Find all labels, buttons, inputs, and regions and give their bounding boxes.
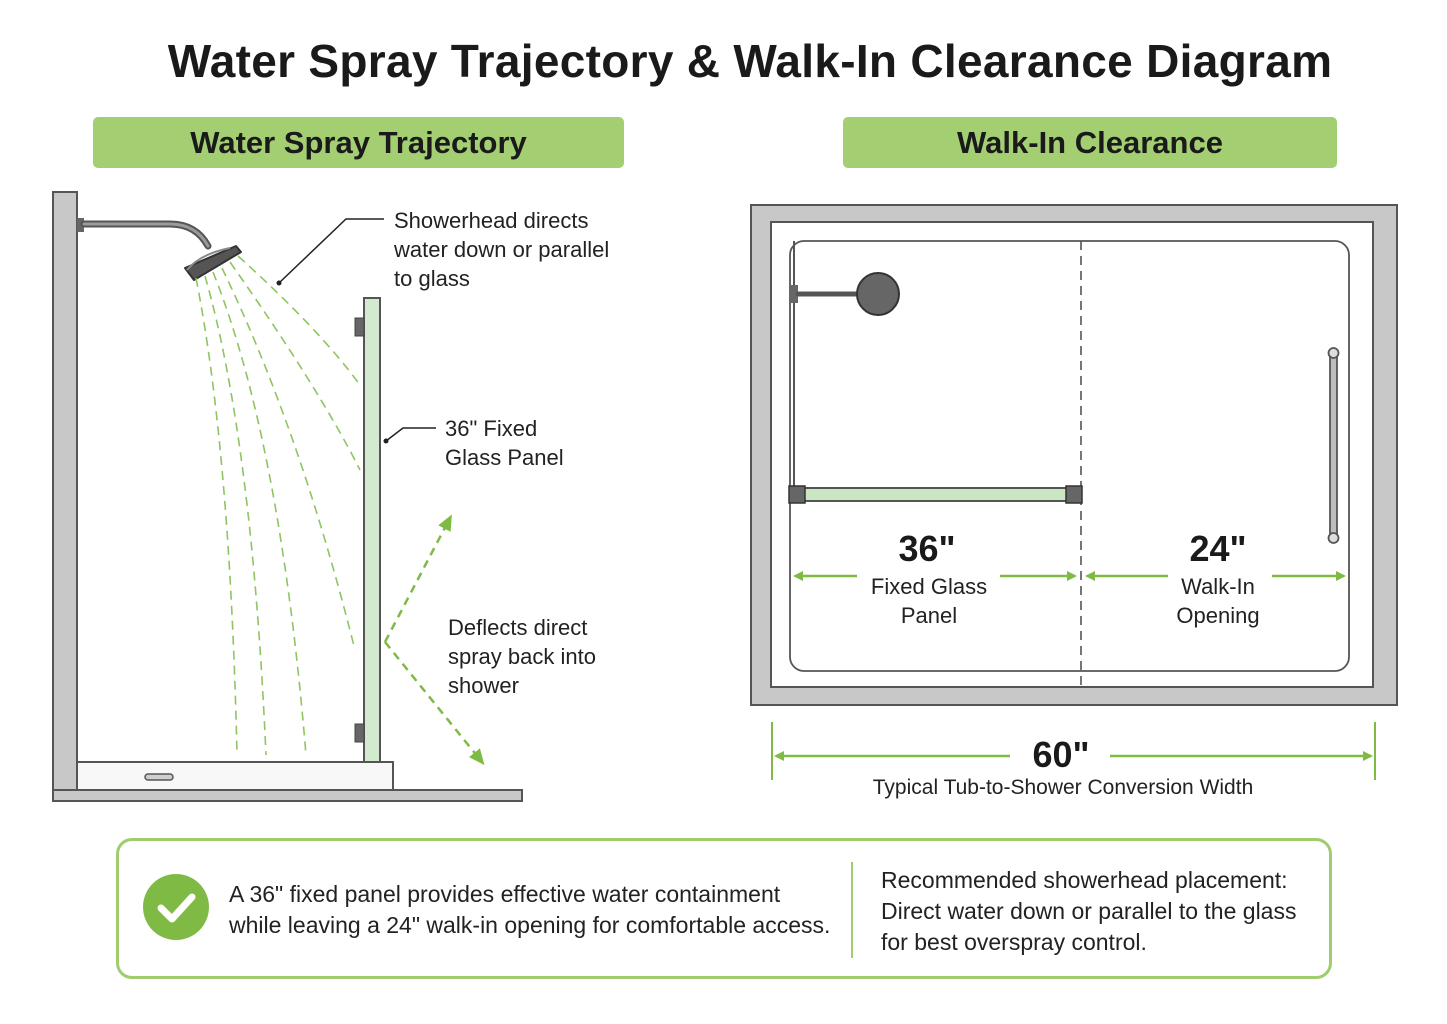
fixed-dimension: 36"	[898, 528, 956, 569]
showerhead-icon	[77, 218, 242, 281]
water-spray	[195, 255, 361, 756]
page-title: Water Spray Trajectory & Walk-In Clearan…	[167, 35, 1333, 87]
fixed-label: Fixed Glass Panel	[870, 574, 988, 628]
glass-leader	[385, 427, 436, 442]
plan-glass-panel	[802, 487, 1068, 502]
glass-clamp-bottom	[354, 723, 365, 743]
summary-left-text: A 36" fixed panel provides effective wat…	[229, 881, 831, 938]
plan-view	[750, 204, 1398, 780]
fixed-glass-panel	[363, 297, 381, 763]
summary-divider	[851, 862, 853, 958]
shower-base-outline	[789, 240, 1350, 672]
summary-right-text: Recommended showerhead placement: Direct…	[881, 867, 1297, 955]
showerhead-top-icon	[790, 272, 900, 316]
door-handle-icon	[1327, 347, 1340, 544]
deflect-arrow-down	[384, 641, 485, 766]
glass-clamp-top	[354, 317, 365, 337]
deflect-arrow-up	[383, 514, 452, 643]
total-dimension: 60"	[1032, 734, 1090, 775]
drain	[144, 773, 174, 781]
check-icon	[143, 874, 209, 940]
opening-label: Walk-In Opening	[1176, 574, 1260, 628]
deflect-note: Deflects direct spray back into shower	[448, 615, 596, 698]
showerhead-leader	[278, 218, 384, 284]
glass-panel-note: 36" Fixed Glass Panel	[445, 416, 564, 470]
shower-base	[76, 761, 394, 791]
total-width-label: Typical Tub-to-Shower Conversion Width	[872, 776, 1254, 799]
summary-box	[116, 838, 1332, 979]
walk-in-clearance-header: Walk-In Clearance	[843, 117, 1337, 168]
back-wall	[52, 191, 78, 791]
floor	[52, 789, 523, 802]
spray-trajectory-header: Water Spray Trajectory	[93, 117, 624, 168]
side-view	[52, 191, 523, 802]
showerhead-note: Showerhead directs water down or paralle…	[394, 208, 610, 291]
opening-dimension: 24"	[1189, 528, 1247, 569]
